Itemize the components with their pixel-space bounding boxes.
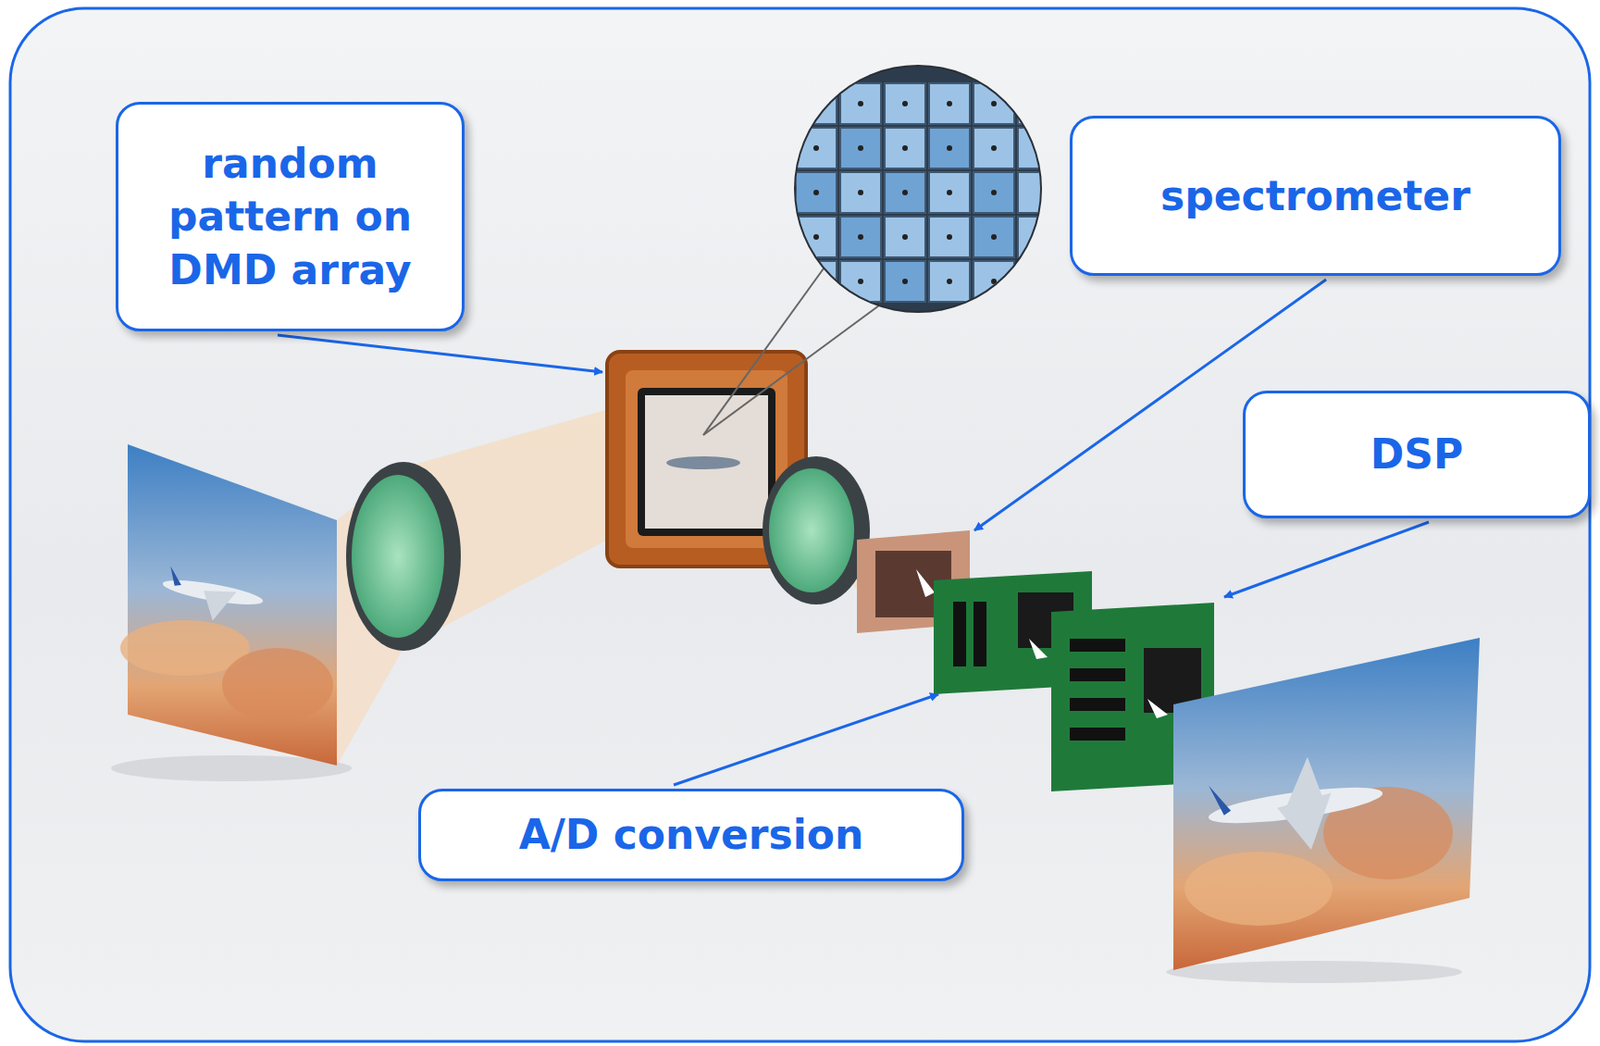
leader-lines — [277, 279, 1429, 785]
callout-label: random pattern on DMD array — [135, 136, 446, 297]
callout-label: DSP — [1370, 427, 1464, 481]
callout-label: spectrometer — [1160, 169, 1471, 223]
callout-label: A/D conversion — [519, 807, 865, 861]
callout-box: random pattern on DMD array — [115, 101, 465, 332]
callout-box: DSP — [1242, 390, 1591, 519]
callout-box: spectrometer — [1069, 115, 1562, 276]
callout-box: A/D conversion — [418, 788, 965, 881]
